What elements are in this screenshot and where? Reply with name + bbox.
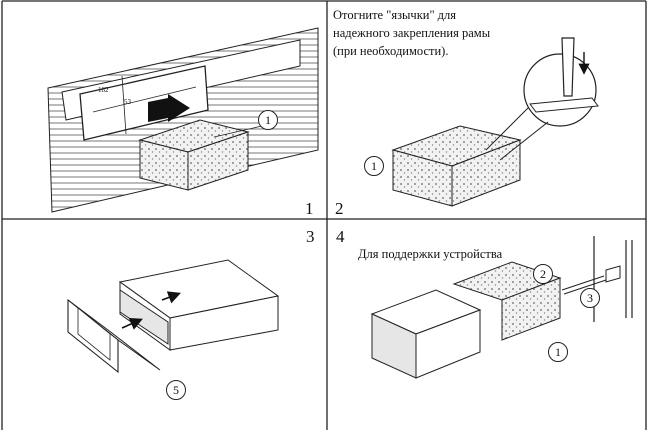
caption-line-1: Отогните "язычки" для [333, 8, 457, 22]
callout-1: 1 [258, 110, 278, 130]
step-number-1: 1 [305, 199, 314, 218]
caption-line-2: надежного закрепления рамы [333, 26, 491, 40]
callout-1: 1 [364, 156, 384, 176]
panel-4-art [370, 236, 633, 379]
dimension-height: 53 [124, 98, 131, 106]
step-number-3: 3 [306, 227, 315, 246]
callout-3: 3 [580, 288, 600, 308]
callout-5: 5 [166, 380, 186, 400]
caption-line-3: (при необходимости). [333, 44, 449, 58]
panel-3-art [67, 259, 280, 374]
callout-2: 2 [533, 264, 553, 284]
callout-1: 1 [548, 342, 568, 362]
dimension-width: 182 [98, 86, 109, 94]
panel-1-art [47, 27, 319, 213]
step-number-2: 2 [335, 199, 344, 218]
step-number-4: 4 [336, 227, 345, 246]
panel-2-art [391, 37, 599, 207]
caption-support: Для поддержки устройства [358, 247, 503, 261]
